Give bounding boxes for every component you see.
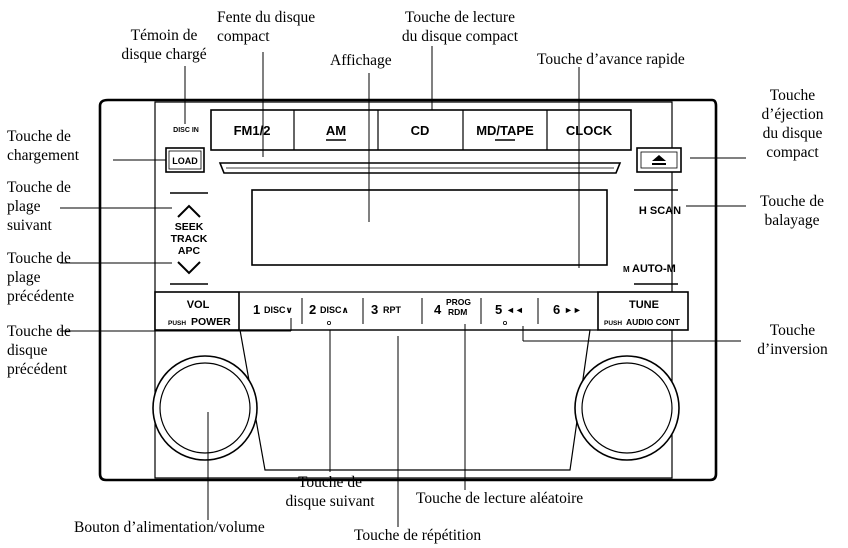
label-fast-forward: Touche d’avance rapide xyxy=(537,51,685,68)
label-disc-slot: Fente du disque compact xyxy=(217,9,316,45)
preset-5-sub: ◄◄ xyxy=(506,305,524,315)
vol-label: VOL xyxy=(187,299,210,311)
preset-1[interactable]: 1 xyxy=(253,302,260,317)
preset-4-sub: PROG xyxy=(446,297,471,307)
label-repeat: Touche de répétition xyxy=(354,527,482,544)
load-button-label: LOAD xyxy=(172,156,198,166)
label-display: Affichage xyxy=(330,52,392,69)
label-disc-up: Touche de disque suivant xyxy=(285,474,375,510)
button-clock[interactable]: CLOCK xyxy=(566,123,613,138)
preset-2[interactable]: 2 xyxy=(309,302,316,317)
preset-5[interactable]: 5 xyxy=(495,302,502,317)
push-prefix-tune: PUSH xyxy=(604,320,622,327)
button-md-tape[interactable]: MD/TAPE xyxy=(476,123,534,138)
preset-row-frame xyxy=(239,291,598,331)
preset-3[interactable]: 3 xyxy=(371,302,378,317)
auto-m-button[interactable]: AUTO-M xyxy=(632,263,676,275)
label-eject: Touche d’éjection du disque compact xyxy=(761,87,824,161)
preset-3-sub: RPT xyxy=(383,305,402,315)
tune-button[interactable] xyxy=(597,291,689,331)
button-fm[interactable]: FM1/2 xyxy=(234,123,271,138)
disc-slot xyxy=(218,162,622,174)
preset-2-sub: DISC∧ xyxy=(320,305,349,315)
preset-6-sub: ►► xyxy=(564,305,582,315)
leader-lines xyxy=(60,46,746,527)
tune-label: TUNE xyxy=(629,299,659,311)
volume-knob[interactable] xyxy=(152,355,258,461)
preset-1-sub: DISC∨ xyxy=(264,305,293,315)
vol-button[interactable] xyxy=(154,291,240,331)
seek-up-icon[interactable] xyxy=(177,204,201,218)
track-label: TRACK xyxy=(171,233,208,245)
button-am[interactable]: AM xyxy=(326,123,346,138)
auto-m-prefix: M xyxy=(623,265,630,274)
push-prefix-vol: PUSH xyxy=(168,320,186,327)
preset-4-sub2: RDM xyxy=(448,307,467,317)
preset-4[interactable]: 4 xyxy=(434,302,442,317)
load-button[interactable] xyxy=(165,147,205,173)
button-cd[interactable]: CD xyxy=(411,123,430,138)
disc-in-indicator: DISC IN xyxy=(173,127,199,134)
apc-label: APC xyxy=(178,245,201,257)
panel-inner-frame xyxy=(154,101,673,479)
label-cd-play: Touche de lecture du disque compact xyxy=(401,9,519,45)
eject-icon xyxy=(652,155,666,165)
label-scan: Touche de balayage xyxy=(760,193,824,229)
preset-6[interactable]: 6 xyxy=(553,302,560,317)
label-load: Touche de chargement xyxy=(7,128,80,164)
label-disc-down: Touche de disque précédent xyxy=(7,323,71,378)
label-track-up: Touche de plage suivant xyxy=(7,179,71,234)
display-screen xyxy=(251,189,608,266)
preset-2-dot xyxy=(326,320,331,325)
label-track-down: Touche de plage précédente xyxy=(7,250,75,305)
top-button-row xyxy=(210,109,632,151)
seek-down-icon[interactable] xyxy=(177,261,201,275)
tune-knob[interactable] xyxy=(574,355,680,461)
audio-cont-label: AUDIO CONT xyxy=(626,317,681,327)
label-power-volume: Bouton d’alimentation/volume xyxy=(74,519,265,536)
h-scan-button[interactable]: H SCAN xyxy=(639,205,681,217)
label-disc-loaded: Témoin de disque chargé xyxy=(121,27,207,63)
seek-label: SEEK xyxy=(175,221,204,233)
preset-5-dot xyxy=(502,320,507,325)
label-random: Touche de lecture aléatoire xyxy=(416,490,584,507)
power-label: POWER xyxy=(191,316,231,328)
label-reverse: Touche d’inversion xyxy=(757,322,828,358)
